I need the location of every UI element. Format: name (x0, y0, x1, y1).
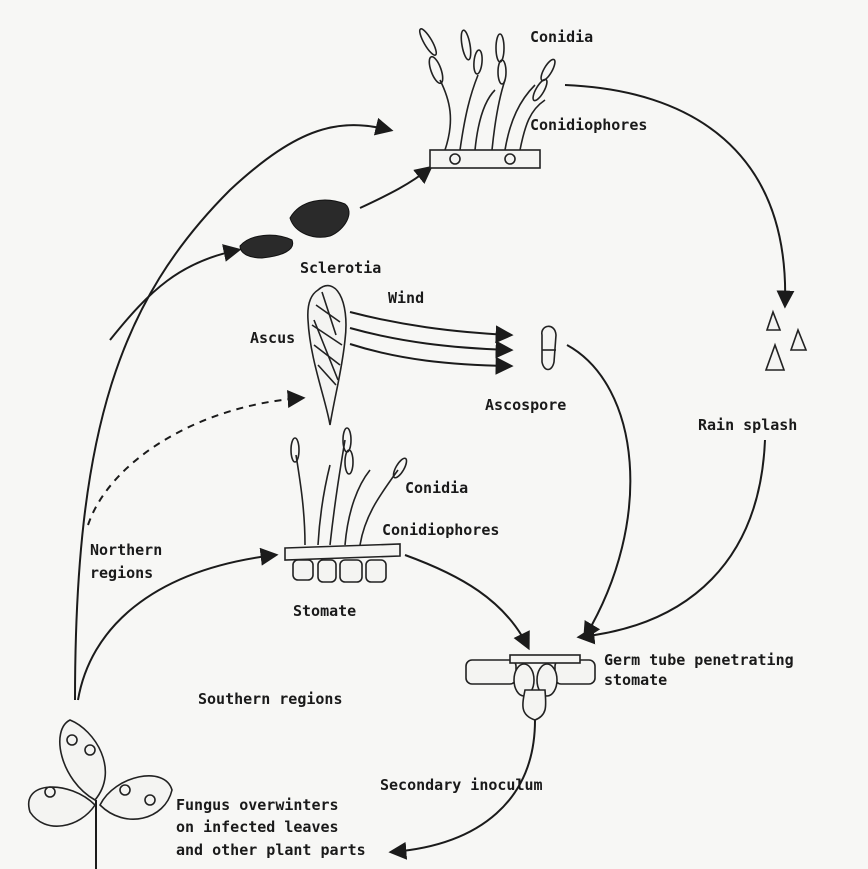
label-conidiophores-mid: Conidiophores (382, 521, 499, 539)
arrow-ascospore-to-germ (567, 345, 630, 637)
label-fungus-line1: Fungus overwinters (176, 796, 339, 814)
label-germ-tube-line2: stomate (604, 671, 667, 689)
label-northern-line1: Northern (90, 541, 162, 559)
label-rain-splash: Rain splash (698, 416, 797, 434)
label-conidia-top: Conidia (530, 28, 593, 46)
ascospore-illustration (542, 326, 556, 369)
arrow-rain-to-germ (580, 440, 765, 637)
top-conidiophores-illustration (417, 27, 557, 168)
wind-lines (350, 312, 510, 366)
infected-leaves-illustration (29, 720, 172, 826)
label-southern-regions: Southern regions (198, 690, 343, 708)
ascus-illustration (308, 286, 346, 425)
label-stomate: Stomate (293, 602, 356, 620)
label-fungus-line3: and other plant parts (176, 841, 366, 859)
sclerotia-illustration (240, 200, 349, 258)
germ-tube-illustration (466, 655, 595, 720)
label-northern-line2: regions (90, 564, 153, 582)
label-ascus: Ascus (250, 329, 295, 347)
label-conidiophores-top: Conidiophores (530, 116, 647, 134)
arrow-branch-to-sclerotia (110, 250, 238, 340)
label-conidia-mid: Conidia (405, 479, 468, 497)
label-fungus-line2: on infected leaves (176, 818, 339, 836)
label-germ-tube-line1: Germ tube penetrating (604, 651, 794, 669)
stomate-conidiophores-illustration (285, 428, 409, 582)
label-secondary-inoculum: Secondary inoculum (380, 776, 543, 794)
arrow-stomate-to-germ (405, 555, 528, 647)
arrow-sclerotia-to-conidiophores (360, 168, 430, 208)
label-wind: Wind (388, 289, 424, 307)
label-sclerotia: Sclerotia (300, 259, 381, 277)
label-ascospore: Ascospore (485, 396, 566, 414)
arrow-northern-dashed (88, 398, 302, 525)
rain-drops-illustration (766, 312, 806, 370)
